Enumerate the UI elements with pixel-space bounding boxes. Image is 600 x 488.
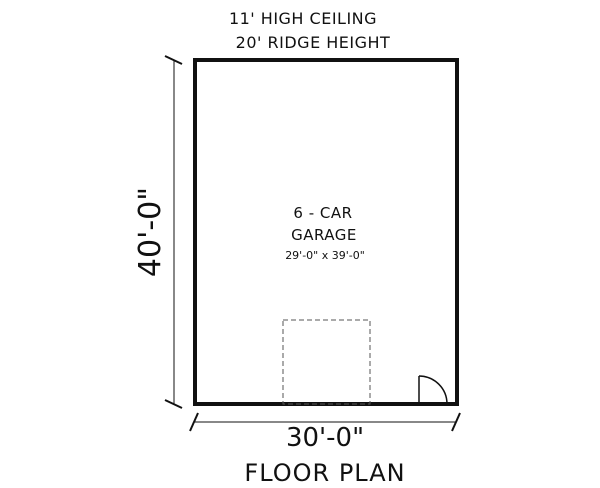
depth-dimension-line [164, 55, 183, 409]
room-name-line1: 6 - CAR [293, 204, 352, 222]
depth-dimension-label: 40'-0" [133, 187, 168, 277]
width-dimension-line [189, 412, 461, 432]
overhead-dashed-outline [282, 319, 371, 405]
plan-title: FLOOR PLAN [244, 459, 405, 487]
ridge-height-note: 20' RIDGE HEIGHT [236, 33, 391, 52]
door-swing [418, 375, 448, 405]
ceiling-height-note: 11' HIGH CEILING [229, 9, 377, 28]
garage-walls [193, 58, 459, 406]
room-name-line2: GARAGE [291, 226, 357, 244]
width-dimension-label: 30'-0" [286, 423, 364, 453]
room-dimensions: 29'-0" x 39'-0" [285, 249, 365, 262]
